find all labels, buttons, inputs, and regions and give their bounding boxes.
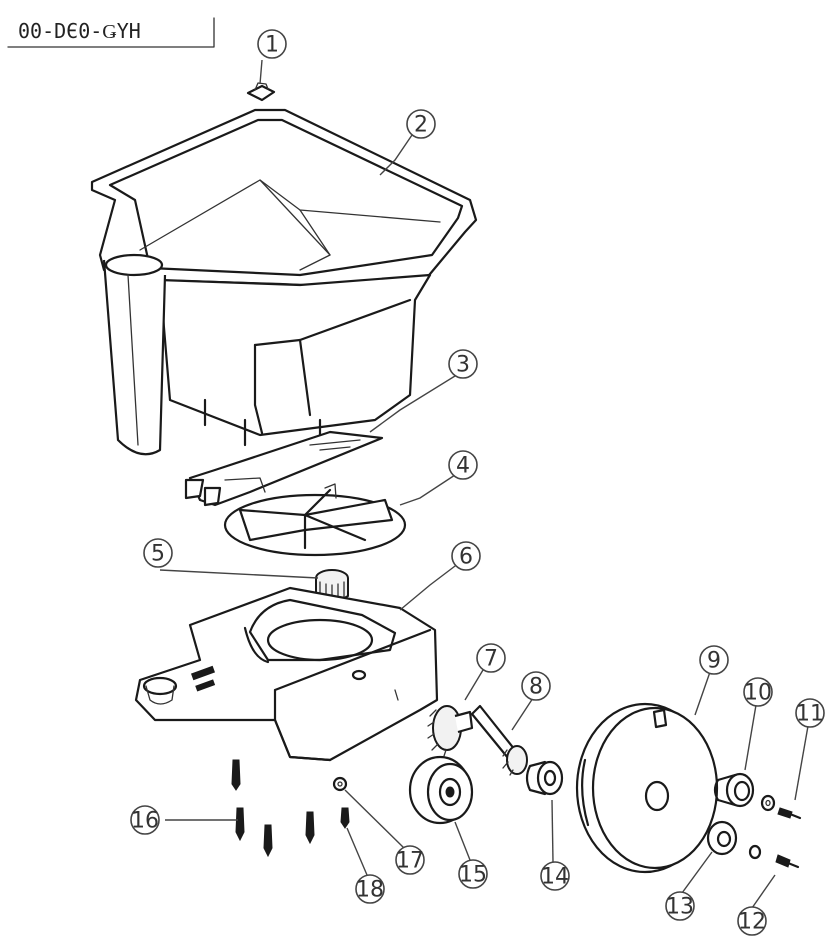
callout-11: 11 (795, 698, 825, 728)
callout-9: 9 (699, 645, 729, 675)
callout-circle (451, 541, 481, 571)
callout-16: 16 (130, 805, 160, 835)
part-11-screw (777, 807, 802, 820)
part-15-bearing-wheel (408, 755, 474, 825)
callout-number: 12 (738, 910, 766, 935)
callout-circle (458, 859, 488, 889)
part-9-wheel (575, 702, 719, 874)
drawing-code-label: 00-DЄ0-ǤYH (18, 19, 141, 43)
part-7-intermediate-gear (427, 705, 474, 757)
callout-circle (395, 845, 425, 875)
callout-2: 2 (406, 109, 436, 139)
callout-circle (521, 671, 551, 701)
callout-circle (737, 906, 767, 936)
callout-18: 18 (355, 874, 385, 904)
callout-circle (795, 698, 825, 728)
callout-number: 10 (744, 681, 772, 706)
part-17-small-washer (332, 776, 348, 792)
callout-1: 1 (257, 29, 287, 59)
callout-circle (699, 645, 729, 675)
callout-number: 6 (459, 545, 473, 570)
callout-circle (540, 861, 570, 891)
callout-12: 12 (737, 906, 767, 936)
callout-number: 2 (414, 113, 428, 138)
callout-number: 3 (456, 353, 470, 378)
callout-circle (355, 874, 385, 904)
drawing-code-box: 00-DЄ0-ǤYH (7, 17, 215, 48)
part-2-hopper (90, 108, 478, 456)
callout-number: 15 (459, 863, 487, 888)
callout-3: 3 (448, 349, 478, 379)
callout-circle (130, 805, 160, 835)
callout-circle (257, 29, 287, 59)
part-8-pinion-shaft (470, 704, 528, 776)
callout-circle (448, 349, 478, 379)
callout-number: 13 (666, 895, 694, 920)
callout-10: 10 (743, 677, 773, 707)
callout-circle (743, 677, 773, 707)
callout-8: 8 (521, 671, 551, 701)
callout-number: 8 (529, 675, 543, 700)
callout-number: 14 (541, 865, 569, 890)
callout-number: 18 (356, 878, 384, 903)
callout-15: 15 (458, 859, 488, 889)
callout-14: 14 (540, 861, 570, 891)
callout-6: 6 (451, 541, 481, 571)
callout-number: 1 (265, 33, 279, 58)
callout-circle (143, 538, 173, 568)
callout-circle (665, 891, 695, 921)
part-10-hub-bushing (713, 772, 755, 808)
part-12-screw (775, 854, 800, 869)
callout-number: 7 (484, 647, 498, 672)
part-18-small-screw (340, 807, 350, 829)
callout-13: 13 (665, 891, 695, 921)
callout-number: 4 (456, 454, 470, 479)
part-14-shaft-bushing (525, 760, 564, 796)
leader-lines (159, 59, 809, 909)
callout-number: 9 (707, 649, 721, 674)
part-11-washer (760, 794, 776, 812)
callout-number: 17 (396, 849, 424, 874)
callout-number: 16 (131, 809, 159, 834)
callout-17: 17 (395, 845, 425, 875)
part-3-slide-plate (184, 430, 384, 507)
part-6-gear-housing (134, 586, 439, 762)
callout-number: 11 (796, 702, 824, 727)
part-5-drive-gear (315, 569, 349, 604)
part-13-wheel-washer (706, 820, 762, 860)
callout-5: 5 (143, 538, 173, 568)
callout-4: 4 (448, 450, 478, 480)
callout-circle (476, 643, 506, 673)
callout-circle (406, 109, 436, 139)
part-1-top-knob (246, 82, 276, 102)
callout-7: 7 (476, 643, 506, 673)
callout-circle (448, 450, 478, 480)
part-16-housing-screws (231, 759, 315, 858)
part-4-spinner-disc (223, 483, 407, 557)
callout-number: 5 (151, 542, 165, 567)
